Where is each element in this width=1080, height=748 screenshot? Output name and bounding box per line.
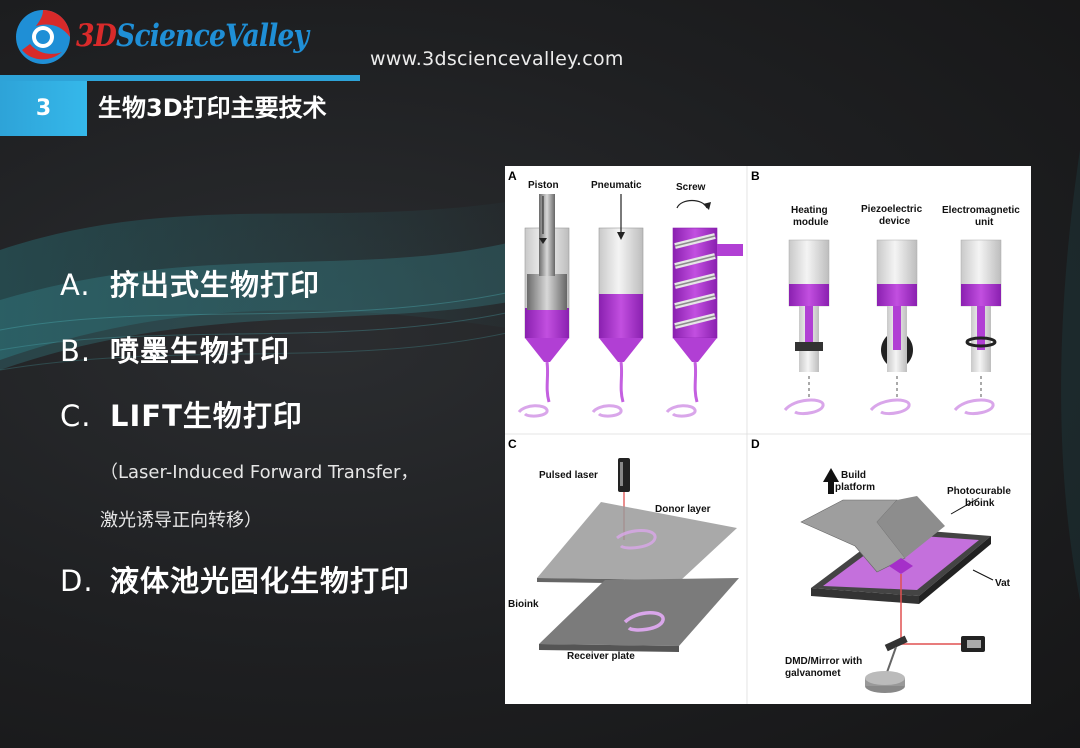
- label-platform: platform: [835, 482, 875, 493]
- section-number: 3: [0, 81, 87, 136]
- list-item-d: D. 液体池光固化生物打印: [60, 558, 410, 600]
- logo-swirl-icon: [16, 10, 70, 64]
- pneumatic-syringe: [591, 194, 644, 418]
- list-item-text: 液体池光固化生物打印: [110, 564, 411, 598]
- panel-label-d: D: [751, 437, 760, 451]
- list-item-letter: C.: [60, 399, 92, 433]
- list-item-text: LIFT生物打印: [110, 399, 303, 433]
- label-photocurable: Photocurable: [947, 486, 1011, 497]
- label-donor-layer: Donor layer: [655, 504, 711, 515]
- inkjet-piezoelectric: [869, 239, 918, 416]
- label-heating: Heating: [791, 205, 828, 216]
- label-bioink: Bioink: [508, 599, 539, 610]
- panel-label-c: C: [508, 437, 517, 451]
- label-unit: unit: [975, 217, 994, 228]
- note-line-1: （Laser-Induced Forward Transfer，: [100, 462, 419, 483]
- list-item-letter: B.: [60, 334, 92, 368]
- list-item-a: A. 挤出式生物打印: [60, 262, 320, 304]
- vat-photopolymerization-setup: [800, 468, 994, 693]
- label-pneumatic: Pneumatic: [591, 180, 642, 191]
- inkjet-heating: [783, 239, 830, 416]
- bioprinting-figure: A B C D Piston Pneumatic Screw: [505, 166, 1031, 704]
- panel-label-b: B: [751, 169, 760, 183]
- screw-syringe: [665, 199, 743, 418]
- header-divider: [0, 75, 360, 81]
- site-url: www.3dsciencevalley.com: [370, 48, 624, 70]
- list-item-c: C. LIFT生物打印: [60, 393, 303, 435]
- list-item-text: 喷墨生物打印: [110, 334, 291, 368]
- label-screw: Screw: [676, 182, 706, 193]
- logo-text: 3DScienceValley: [76, 18, 309, 54]
- logo: 3DScienceValley: [12, 6, 309, 70]
- list-item-letter: D.: [60, 564, 94, 598]
- label-module: module: [793, 217, 829, 228]
- label-electromagnetic: Electromagnetic: [942, 205, 1020, 216]
- label-dmd-mirror: DMD/Mirror with: [785, 656, 862, 667]
- lift-setup: [537, 458, 739, 652]
- section-title: 生物3D打印主要技术: [98, 94, 327, 122]
- label-build: Build: [841, 470, 866, 481]
- list-item-text: 挤出式生物打印: [110, 268, 321, 302]
- inkjet-electromagnetic: [953, 239, 1002, 416]
- label-piezoelectric: Piezoelectric: [861, 204, 923, 215]
- label-device: device: [879, 216, 911, 227]
- note-line-2: 激光诱导正向转移）: [100, 510, 262, 531]
- list-item-b: B. 喷墨生物打印: [60, 328, 290, 370]
- piston-syringe: [517, 194, 570, 418]
- label-piston: Piston: [528, 180, 559, 191]
- label-receiver-plate: Receiver plate: [567, 651, 635, 662]
- bioprinting-diagram: A B C D Piston Pneumatic Screw: [505, 166, 1031, 704]
- label-galvanomet: galvanomet: [785, 668, 841, 679]
- panel-label-a: A: [508, 169, 517, 183]
- label-vat: Vat: [995, 578, 1011, 589]
- label-photocurable-bioink: bioink: [965, 498, 995, 509]
- label-pulsed-laser: Pulsed laser: [539, 470, 598, 481]
- list-item-letter: A.: [60, 268, 91, 302]
